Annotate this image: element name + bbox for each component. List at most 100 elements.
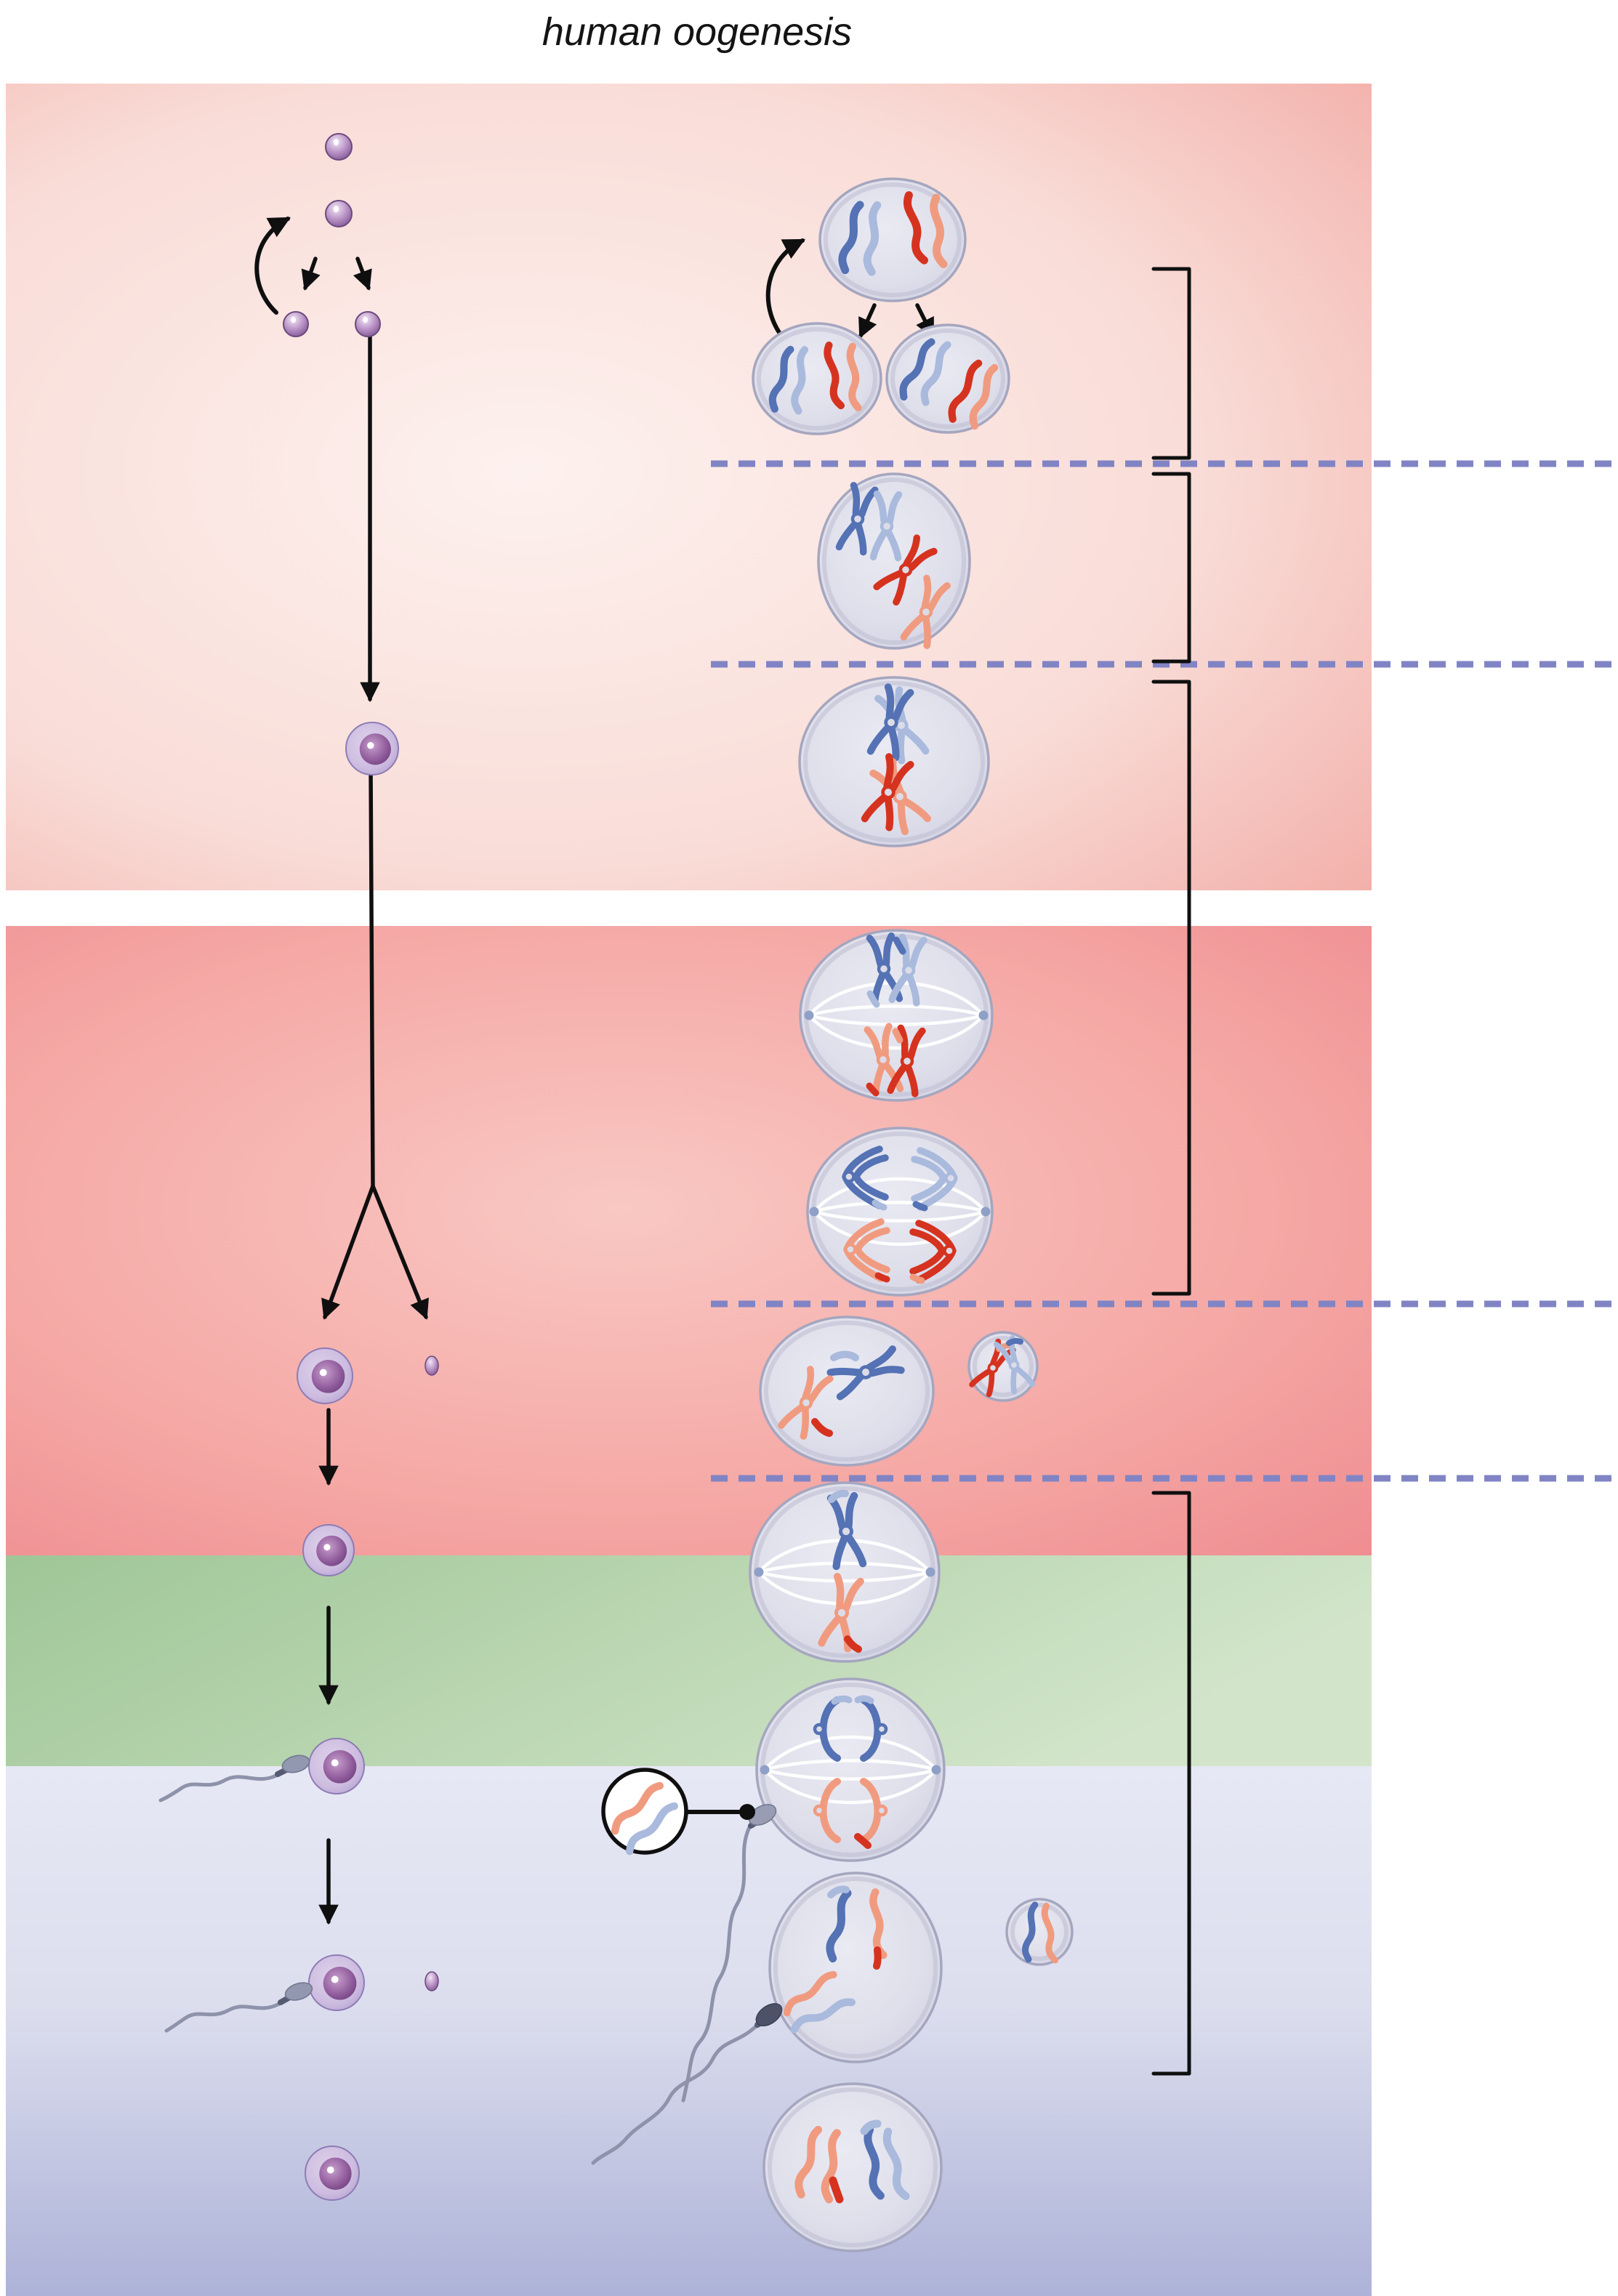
chromosomes — [768, 341, 862, 415]
bracket-4 — [1151, 1491, 1191, 2076]
nucleus — [311, 1359, 345, 1393]
cell-highlight — [323, 1544, 331, 1551]
oocyte-meeting-sperm — [308, 1738, 365, 1794]
bracket-1 — [1151, 267, 1191, 460]
cell-highlight — [319, 1369, 327, 1377]
daughter-cell-left — [752, 322, 882, 435]
prophase-i-cell — [798, 676, 990, 847]
anaphase-i-cell — [806, 1127, 994, 1297]
stage-separator-lines — [711, 460, 1614, 1482]
mature-ovum-cell — [305, 2146, 360, 2201]
chromosomes — [813, 1695, 888, 1849]
mitosis-parent-cell — [818, 177, 967, 302]
fertilization-cell — [768, 1872, 943, 2063]
spindle-pole — [978, 1010, 989, 1020]
line-oocyte-stalk — [369, 762, 375, 1188]
spindle-pole — [754, 1567, 764, 1577]
primary-oocyte-cell — [345, 722, 399, 776]
polar-body-left-2 — [424, 1971, 439, 1991]
arrow-oogonium-right — [353, 257, 372, 291]
panel-2-red — [6, 926, 1372, 1555]
chromosomes — [778, 1345, 905, 1440]
first-polar-body — [967, 1331, 1039, 1402]
chromosomes — [864, 932, 927, 1097]
chromosomes — [1022, 1901, 1059, 1964]
sperm-tail — [158, 1773, 278, 1802]
sperm-head — [281, 1755, 310, 1773]
arrow-oogonium-left — [301, 257, 321, 291]
cell-highlight — [326, 2166, 334, 2174]
arrow-fork-right — [371, 1184, 429, 1320]
chromosomes — [969, 1335, 1036, 1398]
sperm-tail — [164, 2002, 281, 2033]
panels — [6, 84, 1372, 2296]
oogonium-cell-2 — [325, 200, 353, 227]
cycle-arrow-right — [765, 238, 805, 342]
metaphase-i-cell — [799, 929, 994, 1102]
spindle-pole — [804, 1010, 814, 1020]
spindle-pole — [931, 1765, 941, 1775]
cell-highlight — [367, 742, 374, 749]
polar-body-left-1 — [424, 1356, 439, 1376]
chromosomes — [835, 482, 951, 649]
oogonium-daughter-right — [355, 311, 381, 337]
oogonium-daughter-left — [283, 311, 309, 337]
cell-highlight — [333, 206, 339, 213]
sperm-head — [284, 1982, 313, 2001]
nucleus — [323, 1966, 357, 2000]
chromosomes — [818, 1489, 867, 1653]
spindle-apparatus — [804, 980, 989, 1050]
diagram-scene — [6, 84, 1614, 2296]
magnifier-circle — [601, 1768, 688, 1855]
chromosomes — [838, 191, 948, 276]
daughter-cell-right — [885, 323, 1010, 434]
nucleus — [323, 1749, 357, 1784]
fertilizing-sperm — [591, 2003, 783, 2165]
flow-arrows — [254, 217, 935, 1925]
panel-1-pink — [6, 84, 1372, 890]
fertilized-ovum-cell — [762, 2082, 943, 2252]
spindle-apparatus — [809, 1177, 991, 1246]
cell-highlight — [363, 316, 368, 323]
second-polar-body — [1005, 1898, 1074, 1966]
cycle-arrow-left — [254, 217, 291, 315]
bracket-3 — [1151, 680, 1191, 1296]
spindle-pole — [925, 1567, 935, 1577]
secondary-oocyte-cell — [759, 1316, 935, 1467]
spindle-pole — [809, 1207, 819, 1217]
nucleus — [359, 733, 391, 765]
ovulated-oocyte-cell — [302, 1524, 355, 1576]
cell-highlight — [333, 139, 339, 146]
anaphase-ii-cell — [755, 1677, 946, 1862]
oocyte-cells — [283, 133, 439, 2201]
oogonium-cell-1 — [325, 133, 353, 161]
spindle-pole — [760, 1765, 770, 1775]
sperm-chromosome-magnifier — [601, 1768, 755, 1856]
duplicated-chromosome-cell — [817, 472, 971, 650]
sperm-tail — [591, 2024, 758, 2165]
cell-highlight — [331, 1759, 339, 1767]
chromosome-cells — [749, 177, 1074, 2252]
nucleus — [319, 2157, 352, 2190]
cell-highlight — [331, 1975, 339, 1983]
panel-3-green — [6, 1555, 1372, 1766]
nucleus — [316, 1535, 347, 1566]
spindle-apparatus — [760, 1735, 941, 1805]
secondary-oocyte-left — [297, 1348, 353, 1404]
metaphase-ii-cell — [749, 1481, 941, 1663]
phase-brackets — [1151, 267, 1191, 2076]
chromosomes — [899, 338, 999, 430]
chromosomes — [794, 2119, 910, 2204]
oocyte-with-sperm — [308, 1954, 365, 2011]
sperm-chromosomes — [611, 1781, 678, 1856]
spindle-pole — [981, 1207, 991, 1217]
sperm-head — [748, 1804, 777, 1826]
bracket-2 — [1151, 472, 1191, 664]
sperm-cells — [158, 1755, 783, 2165]
cell-highlight — [291, 316, 296, 323]
sperm-left-2 — [164, 1982, 313, 2033]
chromosomes — [783, 1885, 888, 2034]
diagram-title: human oogenesis — [542, 10, 852, 54]
